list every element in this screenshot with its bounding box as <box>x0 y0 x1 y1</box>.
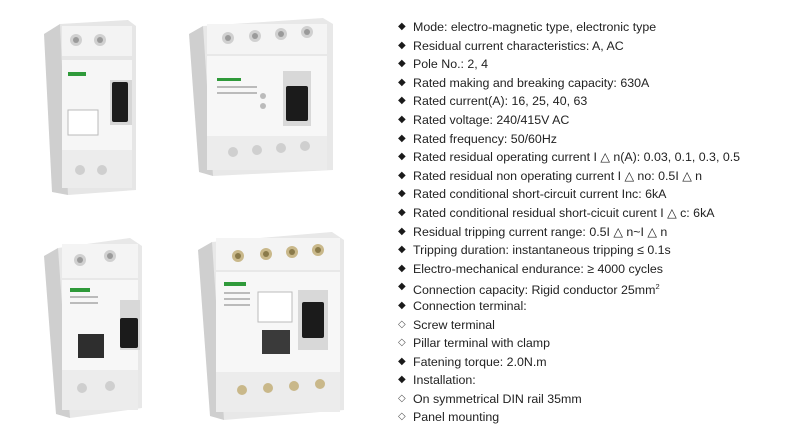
spec-list: ◆ Mode: electro-magnetic type, electronic… <box>398 18 793 427</box>
filled-diamond-bullet-icon: ◆ <box>398 39 406 51</box>
hollow-diamond-bullet-icon: ◇ <box>398 411 406 423</box>
spec-text: Rated voltage: 240/415V AC <box>413 112 570 127</box>
spec-item: ◆ Connection capacity: Rigid conductor 25… <box>398 278 793 297</box>
filled-diamond-bullet-icon: ◆ <box>398 169 406 181</box>
filled-diamond-bullet-icon: ◆ <box>398 132 406 144</box>
filled-diamond-bullet-icon: ◆ <box>398 113 406 125</box>
filled-diamond-bullet-icon: ◆ <box>398 374 406 386</box>
brand-logo <box>68 72 86 76</box>
spec-item: ◇ On symmetrical DIN rail 35mm <box>398 390 793 409</box>
spec-item: ◇ Pillar terminal with clamp <box>398 334 793 353</box>
spec-text: Screw terminal <box>413 317 495 332</box>
spec-text: Installation: <box>413 373 476 388</box>
spec-text: Rated residual non operating current I △… <box>413 168 703 183</box>
spec-item: ◆ Electro-mechanical endurance: ≥ 4000 cy… <box>398 260 793 279</box>
rcd-4-pole-bottom <box>198 232 344 420</box>
spec-item: ◆ Installation: <box>398 371 793 390</box>
spec-text: Rated residual operating current I △ n(A… <box>413 150 741 165</box>
filled-diamond-bullet-icon: ◆ <box>398 244 406 256</box>
spec-item: ◆ Rated frequency: 50/60Hz <box>398 130 793 149</box>
spec-item: ◆ Connection terminal: <box>398 297 793 316</box>
hollow-diamond-bullet-icon: ◇ <box>398 337 406 349</box>
filled-diamond-bullet-icon: ◆ <box>398 76 406 88</box>
spec-text: Rated making and breaking capacity: 630A <box>413 75 650 90</box>
spec-text: Rated current(A): 16, 25, 40, 63 <box>413 94 588 109</box>
spec-text: Pillar terminal with clamp <box>413 336 551 351</box>
spec-text: Rated frequency: 50/60Hz <box>413 131 557 146</box>
spec-item: ◆ Rated conditional residual short-cicuit… <box>398 204 793 223</box>
spec-item: ◆ Residual current characteristics: A, AC <box>398 37 793 56</box>
filled-diamond-bullet-icon: ◆ <box>398 262 406 274</box>
spec-text: Rated conditional short-circuit current … <box>413 187 667 202</box>
spec-item: ◆ Rated voltage: 240/415V AC <box>398 111 793 130</box>
spec-text: Connection capacity: Rigid conductor 25m… <box>413 283 656 298</box>
rcd-2-pole-top <box>44 20 136 195</box>
filled-diamond-bullet-icon: ◆ <box>398 188 406 200</box>
spec-item: ◇ Screw terminal <box>398 316 793 335</box>
rcd-4-pole-top <box>189 18 333 176</box>
spec-item: ◆ Rated conditional short-circuit current… <box>398 185 793 204</box>
spec-text: Panel mounting <box>413 410 500 425</box>
product-photos <box>44 18 344 420</box>
spec-text: Pole No.: 2, 4 <box>413 57 489 72</box>
hollow-diamond-bullet-icon: ◇ <box>398 318 406 330</box>
filled-diamond-bullet-icon: ◆ <box>398 299 406 311</box>
spec-text: Fatening torque: 2.0N.m <box>413 354 547 369</box>
spec-item: ◆ Residual tripping current range: 0.5I △… <box>398 223 793 242</box>
spec-item: ◆ Rated current(A): 16, 25, 40, 63 <box>398 92 793 111</box>
spec-item: ◇ Panel mounting <box>398 408 793 427</box>
spec-text: Electro-mechanical endurance: ≥ 4000 cyc… <box>413 261 663 276</box>
filled-diamond-bullet-icon: ◆ <box>398 281 406 293</box>
spec-item: ◆ Rated making and breaking capacity: 630… <box>398 74 793 93</box>
filled-diamond-bullet-icon: ◆ <box>398 355 406 367</box>
filled-diamond-bullet-icon: ◆ <box>398 95 406 107</box>
filled-diamond-bullet-icon: ◆ <box>398 21 406 32</box>
rcd-2-pole-bottom <box>44 238 142 418</box>
spec-text: Tripping duration: instantaneous trippin… <box>413 243 671 258</box>
hollow-diamond-bullet-icon: ◇ <box>398 392 406 404</box>
spec-text: Residual tripping current range: 0.5I △ … <box>413 224 668 239</box>
spec-item: ◆ Fatening torque: 2.0N.m <box>398 353 793 372</box>
filled-diamond-bullet-icon: ◆ <box>398 151 406 163</box>
spec-item: ◆ Mode: electro-magnetic type, electronic… <box>398 18 793 37</box>
spec-item: ◆ Tripping duration: instantaneous trippi… <box>398 241 793 260</box>
spec-text: Rated conditional residual short-cicuit … <box>413 205 715 220</box>
filled-diamond-bullet-icon: ◆ <box>398 206 406 218</box>
filled-diamond-bullet-icon: ◆ <box>398 225 406 237</box>
spec-item: ◆ Rated residual operating current I △ n(… <box>398 148 793 167</box>
superscript: 2 <box>655 282 660 292</box>
spec-text: On symmetrical DIN rail 35mm <box>413 391 582 406</box>
spec-item: ◆ Rated residual non operating current I … <box>398 167 793 186</box>
spec-text: Residual current characteristics: A, AC <box>413 38 624 53</box>
spec-text: Mode: electro-magnetic type, electronic … <box>413 20 657 34</box>
spec-text: Connection terminal: <box>413 298 527 313</box>
filled-diamond-bullet-icon: ◆ <box>398 58 406 70</box>
spec-item: ◆ Pole No.: 2, 4 <box>398 55 793 74</box>
